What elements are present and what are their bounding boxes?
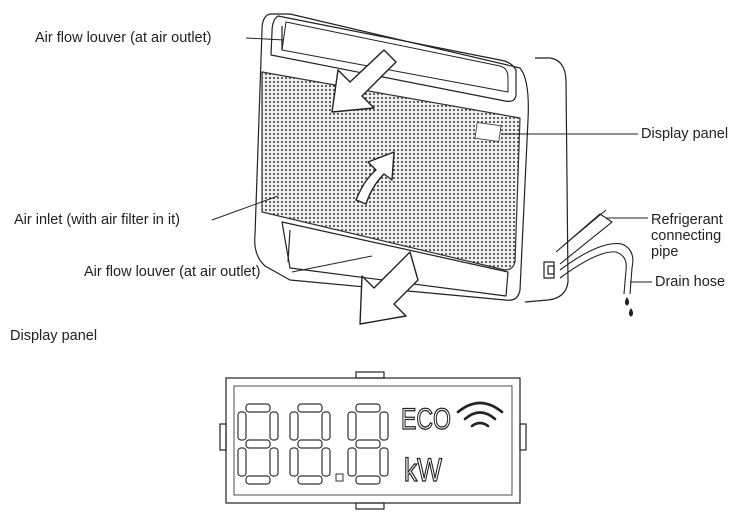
airflow-arrows — [331, 49, 419, 325]
label-refrigerant-3: pipe — [651, 244, 679, 260]
lcd-digit-2-seg-f — [289, 411, 299, 441]
refrigerant-pipe — [555, 213, 613, 265]
drain-drop-2 — [628, 307, 634, 317]
label-air-inlet: Air inlet (with air filter in it) — [14, 212, 180, 228]
kw-label: kW — [404, 452, 443, 488]
leader-lines — [211, 37, 652, 283]
unit-side-outline — [524, 57, 569, 303]
leader-air-inlet — [211, 195, 279, 221]
lcd-digit-2-seg-g — [297, 439, 323, 449]
lcd-digit-2-seg-a — [297, 403, 323, 413]
lcd-digits — [237, 403, 389, 485]
lcd-digit-1-seg-d — [245, 475, 271, 485]
lcd-digit-2-seg-d — [297, 475, 323, 485]
label-refrigerant-1: Refrigerant — [651, 212, 723, 228]
lcd-digit-2-seg-c — [321, 447, 331, 477]
unit-front-outline — [254, 13, 529, 301]
lcd-digit-1-seg-b — [269, 411, 279, 441]
eco-label: ECO — [401, 403, 451, 436]
lcd-inner-frame — [233, 385, 513, 496]
lcd-digit-3-seg-c — [379, 447, 389, 477]
lcd-digit-3-seg-b — [379, 411, 389, 441]
label-refrigerant-2: connecting — [651, 228, 722, 244]
arrow-top-outlet — [331, 49, 397, 113]
label-drain-hose: Drain hose — [655, 274, 726, 290]
lcd-digit-1-seg-e — [237, 447, 247, 477]
label-display-panel: Display panel — [641, 126, 729, 142]
arrow-inlet-up — [355, 151, 395, 205]
lcd-digit-3-seg-f — [347, 411, 357, 441]
display-window — [474, 122, 502, 142]
drain-hose — [559, 242, 634, 295]
lcd-digit-2-seg-b — [321, 411, 331, 441]
label-bottom-louver: Air flow louver (at air outlet) — [84, 264, 261, 280]
side-fitting — [543, 261, 555, 279]
bottom-louver-frame — [281, 221, 509, 297]
wifi-icon — [456, 401, 504, 428]
lcd-digit-3-seg-e — [347, 447, 357, 477]
lcd-right-tab — [519, 423, 527, 451]
top-louver-opening — [281, 21, 509, 93]
lcd-decimal-point — [335, 473, 344, 482]
lcd-display — [219, 371, 527, 510]
top-louver-frame — [270, 15, 517, 102]
lcd-digit-3-seg-d — [355, 475, 381, 485]
lcd-digit-1-seg-g — [245, 439, 271, 449]
lcd-digit-1-seg-c — [269, 447, 279, 477]
lcd-digit-3-seg-g — [355, 439, 381, 449]
lcd-bottom-tab — [355, 502, 385, 510]
pipes — [555, 209, 634, 317]
lcd-digit-2-seg-e — [289, 447, 299, 477]
drain-drop-1 — [624, 296, 630, 306]
lcd-digit-3-seg-a — [355, 403, 381, 413]
label-top-louver: Air flow louver (at air outlet) — [35, 30, 212, 46]
lcd-top-tab — [355, 371, 385, 379]
lcd-left-tab — [219, 423, 227, 451]
lcd-digit-1-seg-a — [245, 403, 271, 413]
lcd-digit-1-seg-f — [237, 411, 247, 441]
section-title-display-panel: Display panel — [10, 328, 98, 344]
leader-bottom-louver — [291, 255, 373, 273]
leader-top-louver — [245, 37, 285, 41]
arrow-bottom-outlet — [359, 251, 419, 325]
